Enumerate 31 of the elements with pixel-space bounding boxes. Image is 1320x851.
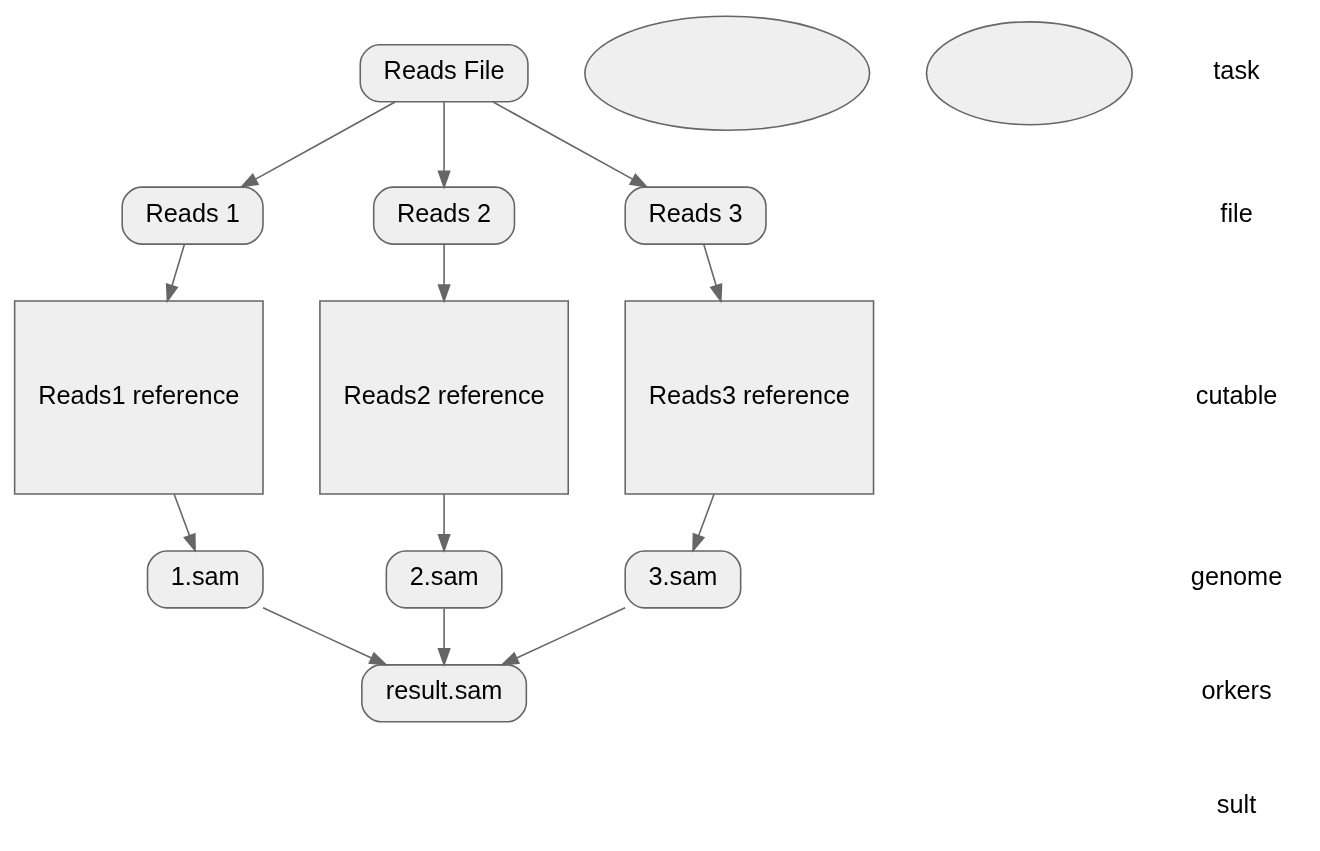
arrow: [239, 100, 396, 188]
arrow: [437, 101, 451, 189]
node-box: 3.sam: [624, 549, 742, 609]
node-box: Reads2 reference: [319, 299, 570, 495]
label: sult: [1216, 789, 1257, 818]
label: orkers: [1201, 675, 1272, 704]
arrow: [165, 243, 186, 303]
arrow: [437, 243, 451, 303]
arrow: [173, 492, 196, 553]
arrow: [702, 243, 723, 303]
node-box: Reads3 reference: [624, 299, 875, 495]
arrow: [692, 492, 715, 553]
node-cloud: [584, 15, 871, 131]
node-box: Reads 3: [624, 185, 767, 245]
node-ellipse: [925, 20, 1133, 125]
node-box: 2.sam: [385, 549, 503, 609]
node-box: Reads1 reference: [13, 299, 264, 495]
arrow: [492, 100, 649, 188]
node-box: Reads 2: [372, 185, 516, 245]
node-box: result.sam: [361, 663, 528, 723]
label: cutable: [1195, 380, 1278, 409]
arrow: [500, 606, 626, 666]
arrow: [437, 492, 451, 553]
arrow: [437, 607, 451, 667]
label: file: [1220, 198, 1253, 227]
node-box: Reads File: [359, 43, 529, 103]
label: genome: [1190, 561, 1283, 590]
label: task: [1213, 55, 1260, 84]
arrow: [262, 606, 389, 666]
node-box: 1.sam: [146, 549, 264, 609]
node-box: Reads 1: [121, 185, 264, 245]
